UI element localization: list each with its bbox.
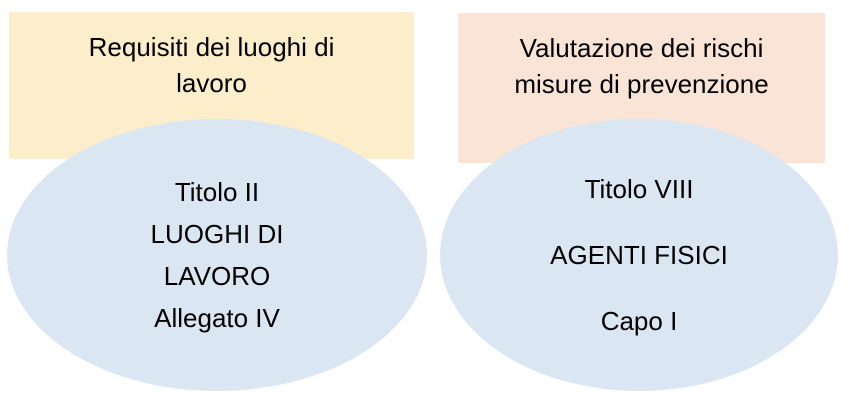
ellipse-text-line: Titolo VIII	[584, 174, 694, 204]
ellipse-text-line: Allegato IV	[154, 303, 280, 333]
titolo-ii-ellipse: Titolo II LUOGHI DI LAVORO Allegato IV	[7, 119, 427, 391]
box-title-line: lavoro	[176, 68, 247, 98]
box-title-line: Valutazione dei rischi	[519, 33, 764, 63]
box-title-line: Requisiti dei luoghi di	[88, 32, 335, 62]
risk-assessment-box: Valutazione dei rischi misure di prevenz…	[458, 13, 825, 163]
box-title-line: misure di prevenzione	[514, 69, 769, 99]
ellipse-text-line: LUOGHI DI	[150, 219, 284, 249]
ellipse-text-line: Titolo II	[174, 177, 260, 207]
ellipse-text-line: LAVORO	[163, 261, 271, 291]
ellipse-text-line: Capo I	[600, 306, 678, 336]
ellipse-text-line: AGENTI FISICI	[550, 240, 728, 270]
titolo-viii-ellipse: Titolo VIII AGENTI FISICI Capo I	[440, 119, 838, 391]
